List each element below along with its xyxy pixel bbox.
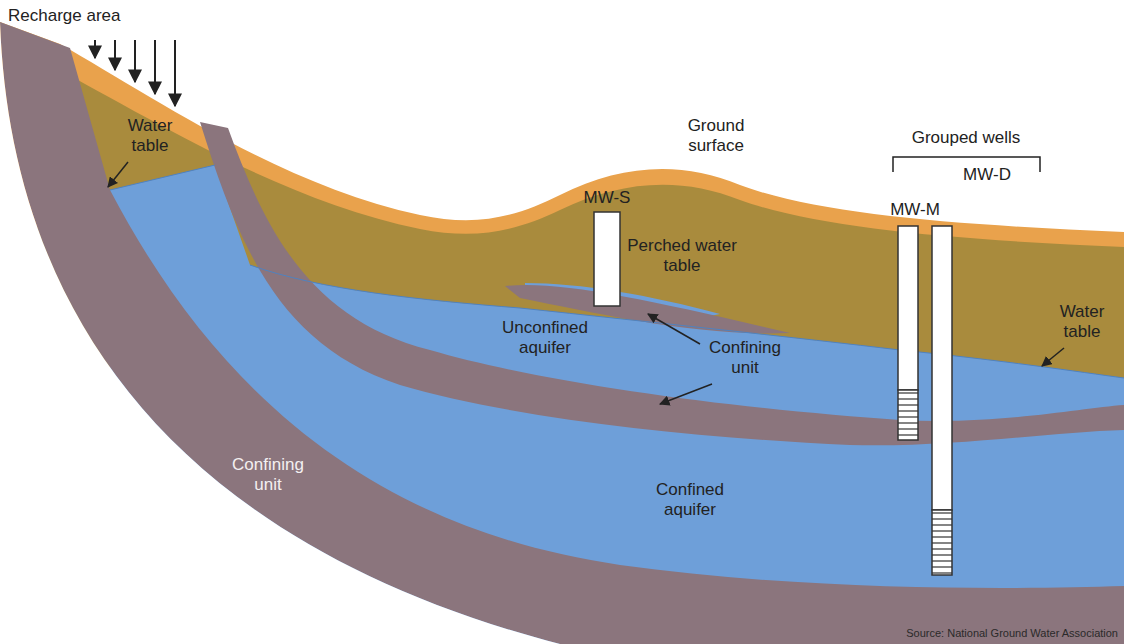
area-label: Recharge area <box>8 6 168 26</box>
outside-ground <box>0 22 560 644</box>
middle-confining-unit <box>200 122 1124 445</box>
well-screen <box>898 390 918 440</box>
well-screen <box>932 510 952 575</box>
leader-arrows <box>108 162 1064 404</box>
lower-confining-unit <box>0 22 1124 644</box>
well-casing <box>898 226 918 390</box>
confining-label: Confining unit <box>218 455 318 494</box>
water-table-label: Water table <box>1049 302 1115 341</box>
aquifer-label: Confined aquifer <box>640 480 740 519</box>
group-label: Grouped wells <box>891 128 1041 148</box>
aquifer-label: Unconfined aquifer <box>493 318 597 357</box>
soil-layer <box>0 22 1124 644</box>
well-label: MW-D <box>957 165 1017 185</box>
well-label: MW-M <box>885 200 945 220</box>
water-table-line <box>110 165 1124 378</box>
perched-label: Perched water table <box>626 236 738 275</box>
well-casing <box>932 226 952 510</box>
well-label: MW-S <box>577 188 637 208</box>
source-note: Source: National Ground Water Associatio… <box>818 627 1118 640</box>
surface-label: Ground surface <box>674 116 758 155</box>
water-table-label: Water table <box>118 116 182 155</box>
confining-label: Confining unit <box>695 338 795 377</box>
recharge-arrows <box>95 40 175 106</box>
well-casing <box>594 212 620 306</box>
